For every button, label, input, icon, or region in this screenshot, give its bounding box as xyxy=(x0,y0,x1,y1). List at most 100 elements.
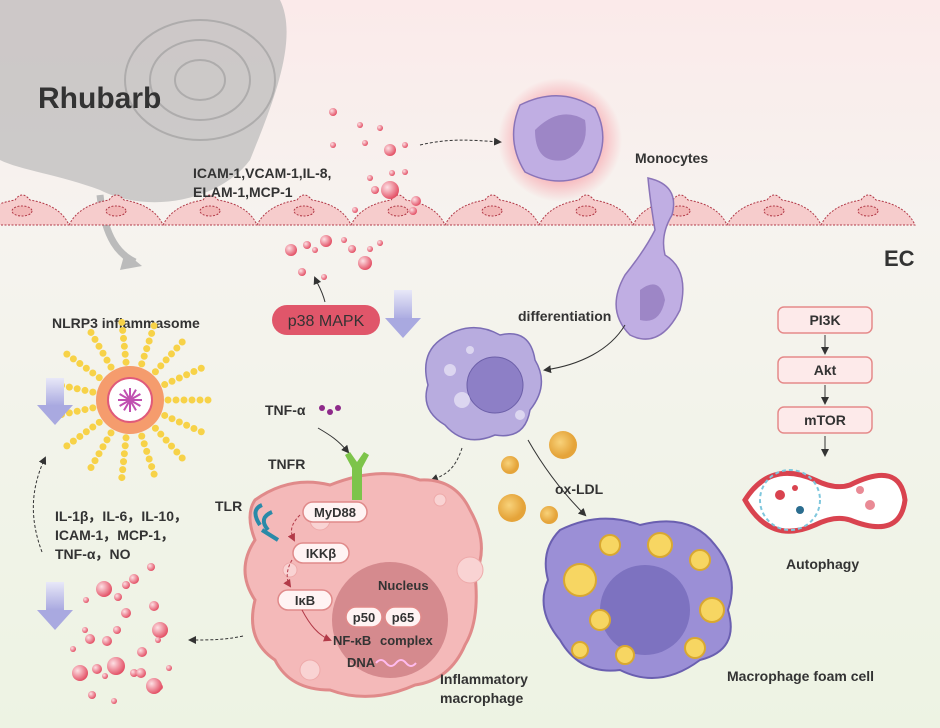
asc-filament-bead xyxy=(120,458,128,466)
cytokine-particle xyxy=(121,608,131,618)
cytokines-line3: TNF-α，NO xyxy=(55,546,131,562)
cytokine-particle xyxy=(389,170,395,176)
asc-filament-bead xyxy=(107,429,115,437)
inflammatory-label-line2: macrophage xyxy=(440,690,523,706)
tnf-alpha-label: TNF-α xyxy=(265,402,306,418)
ec-nucleus xyxy=(575,205,597,217)
monocyte-nucleus xyxy=(535,114,586,161)
asc-filament-bead xyxy=(183,371,191,379)
asc-filament-bead xyxy=(63,442,71,450)
cytokine-particle xyxy=(113,626,121,634)
asc-filament-bead xyxy=(69,355,77,363)
ec-nucleus xyxy=(481,205,503,217)
asc-filament-bead xyxy=(81,406,89,414)
asc-filament-bead xyxy=(167,442,175,450)
asc-filament-bead xyxy=(180,396,188,404)
asc-filament-bead xyxy=(178,338,186,346)
ikkb-pill xyxy=(292,542,350,564)
asc-filament-bead xyxy=(173,448,181,456)
cytokines-line1: IL-1β，IL-6，IL-10， xyxy=(55,508,188,524)
cytokine-particle xyxy=(384,144,396,156)
tlr-label: TLR xyxy=(215,498,242,514)
autophagy-illustration xyxy=(742,469,908,534)
cytokine-particle xyxy=(348,245,356,253)
asc-filament-bead xyxy=(168,415,176,423)
differentiation-arrow xyxy=(543,324,626,374)
asc-filament-bead xyxy=(148,463,156,471)
autophagy-label: Autophagy xyxy=(786,556,859,572)
cytokine-particle xyxy=(83,597,89,603)
asc-filament-bead xyxy=(95,418,103,426)
asc-filament-bead xyxy=(89,388,97,396)
ec-nucleus xyxy=(387,205,409,217)
cytokine-particle xyxy=(367,246,373,252)
endothelial-cell xyxy=(0,194,70,226)
asc-filament-bead xyxy=(167,350,175,358)
asc-filament-bead xyxy=(204,396,212,404)
asc-filament-bead xyxy=(172,396,180,404)
myd88-arrow xyxy=(287,514,301,542)
cytokine-particle xyxy=(146,678,162,694)
arrow-cytokine-release xyxy=(188,635,244,644)
cytokine-particle xyxy=(88,691,96,699)
tlr-receptor-icon xyxy=(253,503,280,542)
asc-filament-bead xyxy=(138,432,146,440)
cytokine-particle xyxy=(329,108,337,116)
asc-filament-bead xyxy=(107,363,115,371)
nlrp3-inflammasome-illustration xyxy=(50,318,212,482)
asc-filament-bead xyxy=(161,381,169,389)
cytokine-particle xyxy=(402,142,408,148)
cytokine-particle xyxy=(166,665,172,671)
asc-filament-bead xyxy=(120,450,128,458)
monocytes-label: Monocytes xyxy=(635,150,708,166)
rhubarb-illustration xyxy=(0,0,287,203)
cytokine-particle xyxy=(136,668,146,678)
core-spoke xyxy=(129,389,137,401)
asc-filament-bead xyxy=(162,356,170,364)
ec-markers-line1: ICAM-1,VCAM-1,IL-8, xyxy=(193,165,331,181)
asc-filament-bead xyxy=(168,377,176,385)
cytokine-particle xyxy=(377,125,383,131)
cytokines-line2: ICAM-1，MCP-1， xyxy=(55,527,175,543)
cytokine-particle xyxy=(330,142,336,148)
asc-filament-bead xyxy=(162,436,170,444)
ikb-arrow xyxy=(301,609,332,642)
asc-filament-bead xyxy=(87,328,95,336)
cytokine-particle xyxy=(362,140,368,146)
cytokine-particle xyxy=(409,207,417,215)
transmigrating-monocyte-nucleus xyxy=(640,284,665,321)
ec-label: EC xyxy=(884,246,915,271)
cytokine-particle xyxy=(411,196,421,206)
asc-filament-bead xyxy=(121,442,129,450)
down-arrow-cytokines xyxy=(37,582,73,630)
cytokine-particle xyxy=(303,241,311,249)
cytokine-particle xyxy=(149,601,159,611)
complex-label: complex xyxy=(380,633,434,648)
core-spoke xyxy=(119,393,131,401)
asc-filament-bead xyxy=(161,411,169,419)
cytokine-particle xyxy=(352,207,358,213)
title-label: Rhubarb xyxy=(38,82,161,115)
cytokine-particle xyxy=(371,186,379,194)
arrow-to-inflammatory xyxy=(430,447,463,482)
asc-filament-bead xyxy=(145,337,153,345)
asc-filament-bead xyxy=(119,466,127,474)
asc-filament-bead xyxy=(63,350,71,358)
cytokine-particle xyxy=(70,646,76,652)
asc-filament-bead xyxy=(145,455,153,463)
asc-filament-bead xyxy=(76,432,84,440)
nlrp3-label: NLRP3 inflammasome xyxy=(52,315,200,331)
cytokine-particle xyxy=(341,237,347,243)
cytokine-particle xyxy=(320,235,332,247)
asc-filament-bead xyxy=(120,334,128,342)
cytokine-particle xyxy=(152,622,168,638)
asc-filament-bead xyxy=(89,369,97,377)
asc-filament-bead xyxy=(87,464,95,472)
asc-filament-bead xyxy=(140,440,148,448)
asc-filament-bead xyxy=(197,428,205,436)
asc-filament-bead xyxy=(69,437,77,445)
transmigrating-monocyte xyxy=(615,177,684,340)
cytokine-particle xyxy=(358,256,372,270)
asc-filament-bead xyxy=(138,360,146,368)
